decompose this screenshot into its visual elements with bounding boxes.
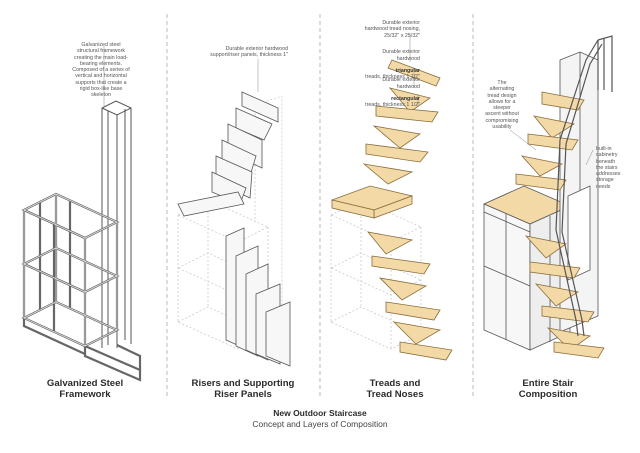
- rectangular-treads-note-emphasis: rectangular: [391, 96, 420, 103]
- rectangular-treads-note-suffix: treads, thickness 1 1/2": [365, 102, 420, 109]
- alternating-tread-note: The alternating tread design allows for …: [485, 80, 519, 131]
- treads-drawing: [330, 34, 453, 361]
- tread-nosing-note: Durable exterior hardwood tread nosing, …: [364, 20, 420, 39]
- triangular-treads-note-prefix: Durable exterior hardwood: [382, 49, 420, 62]
- panel-title-treads: Treads and Tread Noses: [366, 378, 424, 400]
- entire-stair-drawing: [483, 35, 613, 359]
- rectangular-treads-note-prefix: Durable exterior hardwood: [382, 77, 420, 90]
- panel-title-entire-stair: Entire Stair Composition: [518, 378, 578, 400]
- diagram-subtitle: Concept and Layers of Composition: [252, 419, 388, 429]
- triangular-treads-note-suffix: treads, thickness 1 1/2": [365, 74, 420, 81]
- steel-framework-drawing: [21, 46, 142, 382]
- built-in-cabinetry-note: built-in cabinetry beneath the stairs ad…: [596, 146, 621, 190]
- panel-dividers: [166, 14, 474, 398]
- panel-title-steel-framework: Galvanized Steel Framework: [46, 378, 124, 400]
- triangular-treads-note: Durable exterior hardwood triangular tre…: [340, 43, 420, 81]
- riser-panels-note: Durable exterior hardwood support/riser …: [210, 46, 288, 59]
- steel-framework-note: Galvanized steel structural framework cr…: [72, 42, 130, 99]
- diagram-title: New Outdoor Staircase: [273, 408, 367, 418]
- rectangular-treads-note: Durable exterior hardwood rectangular tr…: [340, 71, 420, 109]
- riser-panels-drawing: [177, 59, 291, 367]
- panel-title-risers: Risers and Supporting Riser Panels: [191, 378, 295, 400]
- triangular-treads-note-emphasis: triangular: [395, 68, 420, 75]
